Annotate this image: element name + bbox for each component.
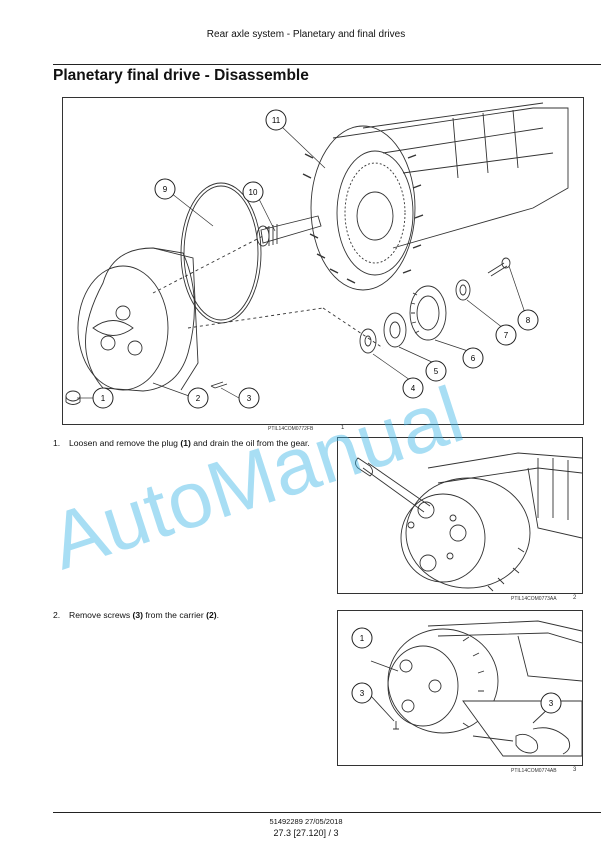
screw-removal-figure: 1 3 3 [337,610,583,766]
step2-text: Remove screws (3) from the carrier (2). [69,610,219,620]
footer-doc: 51492289 27/05/2018 [269,817,343,826]
figure3-code: PTIL14COM0774AB [511,768,557,774]
figure1-code: PTIL14COM0772FB [268,426,314,432]
callout-group: 11 9 10 1 2 3 4 5 6 7 8 [92,109,539,409]
callout-2: 2 [196,394,201,403]
figure1-number: 1 [341,425,345,431]
step2-number: 2. [53,610,61,620]
callout-1: 1 [101,394,106,403]
callout-5: 5 [434,367,439,376]
step1-number: 1. [53,438,61,448]
callout-6: 6 [471,354,476,363]
callout-7: 7 [504,331,509,340]
fig3-callout-3b: 3 [549,699,554,708]
callout-3: 3 [247,394,252,403]
callout-4: 4 [411,384,416,393]
figure2-code: PTIL14COM0773AA [511,596,557,602]
callout-9: 9 [163,185,168,194]
footer-rule [53,812,601,813]
section-title: Planetary final drive - Disassemble [53,67,309,84]
exploded-view-drawing: 11 9 10 1 2 3 4 5 6 7 8 [65,102,569,409]
callout-10: 10 [249,188,258,197]
header-rule [53,64,601,65]
callout-8: 8 [526,316,531,325]
figure2-number: 2 [573,595,577,601]
plug-removal-drawing [355,452,583,592]
exploded-view-figure: 11 9 10 1 2 3 4 5 6 7 8 [62,97,584,425]
figure3-number: 3 [573,767,577,773]
screw-removal-drawing: 1 3 3 [351,620,583,757]
plug-removal-photo [337,437,583,594]
step1-text: Loosen and remove the plug (1) and drain… [69,438,310,448]
fig3-callout-1: 1 [360,634,365,643]
callout-11: 11 [272,116,281,125]
fig3-callout-3: 3 [360,689,365,698]
running-header: Rear axle system - Planetary and final d… [206,29,406,40]
footer-page: 27.3 [27.120] / 3 [273,828,339,838]
